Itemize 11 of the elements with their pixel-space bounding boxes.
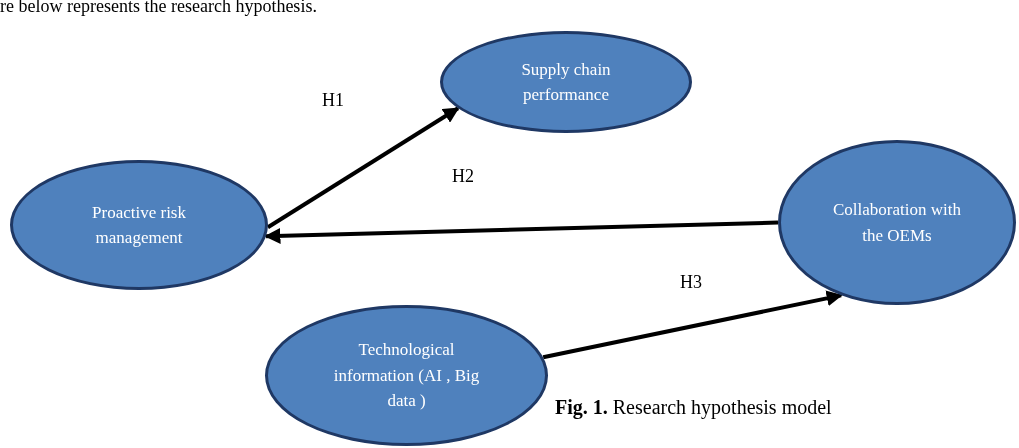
- node-label: Supply chain performance: [520, 58, 612, 106]
- node-label: Collaboration with the OEMs: [832, 199, 962, 247]
- edge-label: H2: [452, 166, 474, 187]
- body-text: re below represents the research hypothesis.: [0, 0, 317, 17]
- edge-label: H1: [322, 90, 344, 111]
- edge-label: H3: [680, 272, 702, 293]
- node-label: Proactive risk management: [91, 201, 187, 249]
- arrow: [266, 106, 460, 229]
- figure-caption: Fig. 1. Research hypothesis model: [555, 396, 832, 419]
- node-label: Technological information (AI , Big data ): [332, 339, 481, 413]
- arrow: [264, 220, 779, 244]
